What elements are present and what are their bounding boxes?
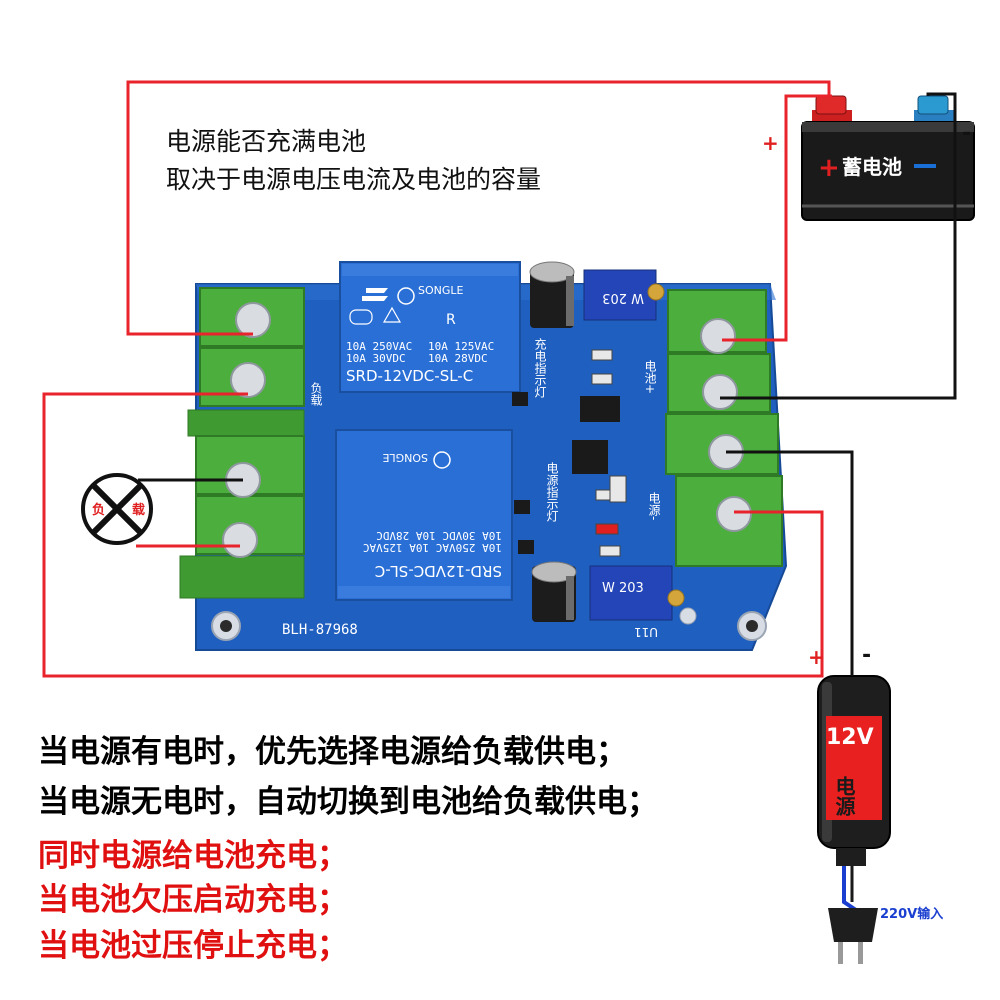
relay-top-model: SRD-12VDC-SL-C (346, 367, 473, 385)
description-line-2: 当电源无电时，自动切换到电池给负载供电； (38, 784, 658, 820)
pot-top-label: W 203 (602, 290, 644, 305)
power-plus-symbol: + (808, 645, 825, 669)
relay-top-rating-4: 10A 28VDC (428, 352, 488, 365)
battery-plus-symbol: + (762, 131, 779, 155)
smd-components (512, 349, 627, 557)
svg-text:10A 250VAC 10A 125VAC: 10A 250VAC 10A 125VAC (363, 541, 502, 554)
potentiometer-top: W 203 (583, 269, 665, 321)
pcb-label: BLH-87968 (282, 622, 358, 638)
power-voltage: 12V (826, 725, 874, 750)
wire-battery-minus-to-board (720, 92, 957, 400)
relay-top-rating-2: 10A 125VAC (428, 340, 494, 353)
battery-label: 蓄电池 (842, 155, 902, 179)
silk-charge-indicator: 充电指示灯 (533, 337, 547, 399)
silk-battery-plus: 电池+ (643, 360, 657, 395)
description-line-5: 当电池过压停止充电； (38, 928, 348, 964)
relay-top-rating-1: 10A 250VAC (346, 340, 412, 353)
wire-battery-plus-to-load-terminal (126, 80, 831, 336)
left-terminal-block (179, 287, 305, 599)
left-screws (222, 302, 271, 558)
wire-power-plus-loop (42, 392, 824, 678)
relay-top-rating-3: 10A 30VDC (346, 352, 406, 365)
description-line-3: 同时电源给电池充电； (38, 838, 348, 874)
note-line-2: 取决于电源电压电流及电池的容量 (166, 165, 542, 194)
battery: + 蓄电池 (801, 95, 975, 221)
capacitor-top (529, 261, 575, 328)
relay-bottom-brand: SONGLE (382, 451, 428, 464)
silk-power-indicator: 电源指示灯 (545, 462, 559, 523)
u-label: U11 (634, 625, 658, 639)
battery-minus-symbol: - (962, 121, 971, 146)
wire-power-minus (726, 450, 854, 676)
power-input-label: 220V输入 (880, 906, 943, 922)
load-label-left: 负 (92, 502, 105, 518)
svg-text:R: R (446, 312, 456, 328)
load-label-right: 载 (132, 502, 145, 518)
power-supply: 12V 电源 (817, 675, 891, 964)
battery-terminal-plus: + (818, 153, 840, 183)
relay-bottom: SRD-12VDC-SL-C 10A 250VAC 10A 125VAC 10A… (335, 429, 513, 601)
load-symbol: 负 载 (81, 473, 153, 545)
svg-text:10A 30VDC 10A 28VDC: 10A 30VDC 10A 28VDC (376, 529, 502, 542)
power-label: 电源 (832, 776, 856, 816)
relay-bottom-model: SRD-12VDC-SL-C (375, 562, 502, 580)
power-minus-symbol: - (862, 643, 871, 668)
silk-load: 负载 (309, 382, 323, 407)
description-line-1: 当电源有电时，优先选择电源给负载供电； (38, 734, 627, 770)
note-line-1: 电源能否充满电池 (166, 127, 367, 156)
wire-battery-plus-to-board (722, 94, 832, 342)
potentiometer-bottom: W 203 (589, 565, 685, 621)
relay-top: SONGLE R 10A 250VAC 10A 125VAC 10A 30VDC… (339, 261, 521, 393)
pot-bottom-label: W 203 (602, 581, 644, 596)
silk-power-minus: 电源- (647, 492, 661, 521)
relay-top-brand: SONGLE (418, 284, 464, 297)
description-line-4: 当电池欠压启动充电； (38, 882, 348, 918)
capacitor-bottom (531, 561, 577, 622)
battery-minus-bar (914, 164, 936, 168)
right-screws (700, 318, 752, 532)
